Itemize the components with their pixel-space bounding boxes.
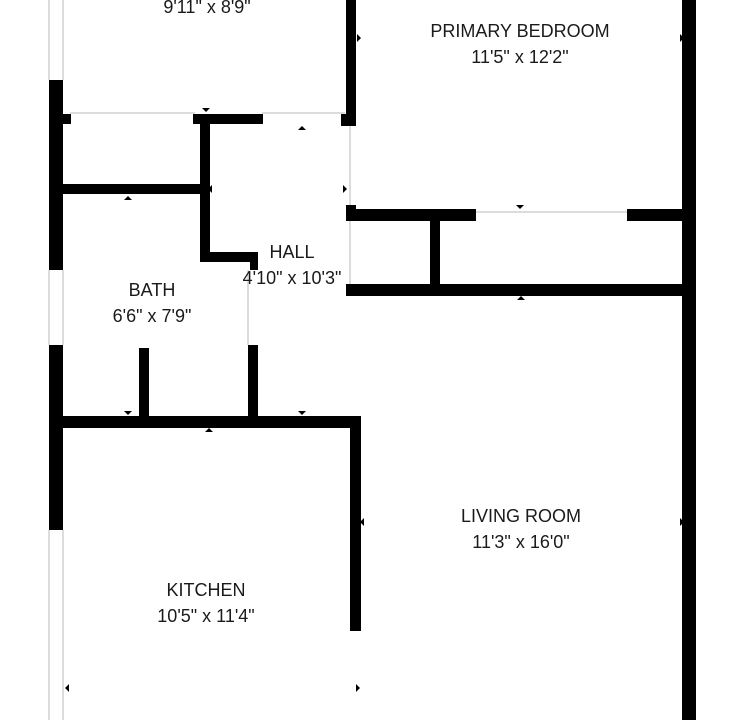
- bath-name: BATH: [129, 280, 176, 300]
- marker: [516, 205, 524, 209]
- walls: [49, 0, 696, 720]
- living-room-name: LIVING ROOM: [461, 506, 581, 526]
- marker: [298, 126, 306, 130]
- marker: [680, 34, 684, 42]
- wall-closet2-divider: [430, 220, 440, 286]
- wall-kitchen-top: [63, 416, 361, 428]
- marker: [208, 185, 212, 193]
- wall-bedroom2-bottom-mid: [193, 114, 263, 124]
- wall-bedroom2-bottom-stub: [63, 114, 71, 124]
- dimension-markers: [65, 34, 684, 692]
- bedroom2-dims: 9'11" x 8'9": [163, 0, 250, 17]
- marker: [124, 196, 132, 200]
- bath-dims: 6'6" x 7'9": [113, 306, 192, 326]
- marker: [205, 428, 213, 432]
- wall-closet2-bottom: [346, 284, 686, 296]
- wall-hall-right-stub: [346, 205, 356, 221]
- wall-hall-top-right: [341, 114, 356, 126]
- room-labels: 9'11" x 8'9" PRIMARY BEDROOM 11'5" x 12'…: [113, 0, 610, 626]
- hall-name: HALL: [269, 242, 314, 262]
- wall-right-exterior: [682, 0, 696, 720]
- openings: [48, 0, 628, 720]
- marker: [124, 411, 132, 415]
- wall-closet-horizontal: [63, 184, 210, 194]
- marker: [202, 108, 210, 112]
- wall-left-exterior-a: [49, 80, 63, 270]
- living-room-dims: 11'3" x 16'0": [472, 532, 569, 552]
- wall-left-exterior-b: [49, 345, 63, 530]
- wall-bath-stub-left: [139, 348, 149, 420]
- marker: [517, 296, 525, 300]
- wall-bath-stub-right: [248, 345, 258, 420]
- marker: [343, 185, 347, 193]
- wall-primary-bottom-right: [627, 209, 687, 221]
- hall-dims: 4'10" x 10'3": [243, 268, 342, 288]
- primary-bedroom-name: PRIMARY BEDROOM: [430, 21, 609, 41]
- primary-bedroom-dims: 11'5" x 12'2": [471, 47, 568, 67]
- marker: [357, 34, 361, 42]
- wall-closet-bottom: [200, 252, 258, 262]
- marker: [360, 518, 364, 526]
- marker: [65, 684, 69, 692]
- kitchen-dims: 10'5" x 11'4": [157, 606, 254, 626]
- kitchen-name: KITCHEN: [166, 580, 245, 600]
- wall-primary-bottom-left: [346, 209, 476, 221]
- marker: [356, 684, 360, 692]
- marker: [680, 518, 684, 526]
- marker: [298, 411, 306, 415]
- wall-hall-stub: [250, 252, 258, 270]
- wall-kitchen-living: [350, 416, 361, 631]
- wall-bedroom2-primary: [346, 0, 356, 126]
